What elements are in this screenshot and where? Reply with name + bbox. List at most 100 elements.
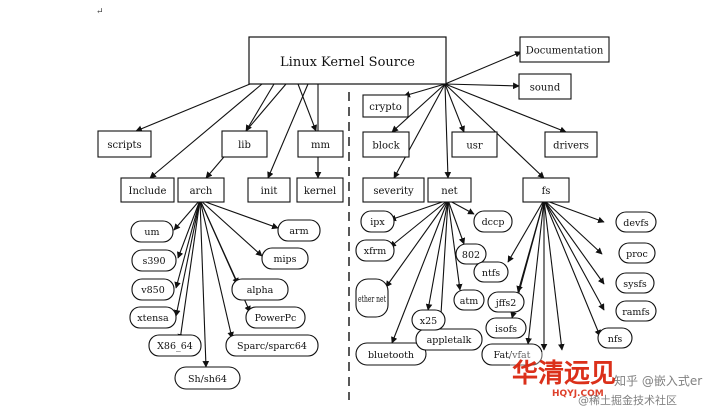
root-label: Linux Kernel Source [280,55,415,70]
node-severity-label: severity [373,186,414,197]
arch-child-label: xtensa [137,313,169,324]
node-drivers-label: drivers [553,141,589,152]
arch-child-label: arm [289,226,308,237]
node-mm: mm [297,130,344,158]
node-block-label: block [372,141,400,152]
node-fs: fs [522,177,570,203]
fs-child-label: isofs [495,324,517,335]
arch-child-sh-sh64: Sh/sh64 [174,366,241,390]
arch-child-x86-64: X86_64 [148,334,202,357]
fs-child-jffs2: jffs2 [487,291,525,313]
arch-child-sparc: Sparc/sparc64 [225,334,319,357]
fs-child-proc: proc [618,242,656,264]
watermark-brand-latin: HQYJ.COM [552,389,604,399]
watermark-brand-logo: 华清远见 [512,358,616,389]
node-init: init [247,177,291,203]
node-scripts-label: scripts [107,140,141,151]
fs-child-label: ramfs [622,307,650,318]
node-documentation: Documentation [519,36,610,63]
net-child-802: 802 [455,243,487,265]
fs-child-label: ntfs [482,268,500,279]
node-mm-label: mm [311,140,330,151]
node-fs-label: fs [542,186,551,197]
node-arch: arch [177,177,225,203]
connector-lines [135,51,605,368]
net-child-label: dccp [482,217,505,228]
node-drivers: drivers [544,131,598,158]
watermark: 华清远见 HQYJ.COM 知乎 @嵌入式er @稀土掘金技术社区 [510,352,720,410]
node-crypto: crypto [362,94,409,118]
node-net-label: net [441,186,457,197]
stray-mark: ↵ [96,7,104,17]
fs-child-label: proc [626,249,648,260]
arch-child-label: um [144,227,159,238]
net-child-label: 802 [462,250,480,261]
arch-child-um: um [130,220,174,243]
watermark-community: @稀土掘金技术社区 [578,393,677,407]
arch-child-label: alpha [247,285,274,296]
arch-child-label: s390 [142,256,165,267]
arch-child-s390: s390 [131,249,177,272]
arch-child-label: v850 [140,285,165,296]
net-child-ethernet: ether net [355,278,389,318]
node-include: Include [120,177,175,203]
net-child-label: ipx [370,217,385,228]
net-child-label: x25 [420,316,437,327]
fs-child-devfs: devfs [615,211,657,233]
watermark-credit: 知乎 @嵌入式er [614,374,702,388]
arch-child-label: PowerPc [255,313,297,324]
arch-child-label: mips [273,254,296,265]
node-arch-label: arch [190,186,213,197]
fs-child-label: sysfs [623,279,647,290]
node-severity: severity [362,177,425,203]
net-child-xfrm: xfrm [355,239,395,262]
arch-child-label: X86_64 [157,341,193,352]
node-crypto-label: crypto [369,102,401,113]
node-documentation-label: Documentation [526,46,604,57]
arch-child-alpha: alpha [231,278,289,301]
net-child-appletalk: appletalk [415,328,483,351]
fs-child-sysfs: sysfs [615,272,655,294]
arch-child-mips: mips [261,247,309,270]
node-lib: lib [221,130,268,158]
fs-child-label: jffs2 [495,298,517,309]
arch-child-label: Sh/sh64 [188,374,227,385]
net-child-label: bluetooth [368,350,414,361]
fs-child-label: Fat/vfat [494,350,531,361]
node-kernel-label: kernel [304,186,336,197]
net-child-atm: atm [453,289,485,311]
node-sound-label: sound [530,83,561,94]
arch-child-powerpc: PowerPc [245,306,306,329]
net-child-x25: x25 [411,309,446,331]
node-include-label: Include [129,186,167,197]
root-node: Linux Kernel Source [248,36,447,85]
node-block: block [362,131,410,158]
fs-child-ramfs: ramfs [615,300,657,322]
node-init-label: init [261,186,278,197]
net-child-label: xfrm [364,246,386,257]
arch-child-arm: arm [277,219,321,242]
node-kernel: kernel [296,177,344,203]
node-usr: usr [451,131,498,158]
node-lib-label: lib [238,140,251,151]
net-child-label: ether net [358,295,386,305]
fs-child-label: nfs [608,334,623,345]
arch-child-label: Sparc/sparc64 [237,341,307,352]
net-child-label: appletalk [427,335,472,346]
fs-child-ntfs: ntfs [473,261,509,283]
node-scripts: scripts [97,130,152,158]
net-child-dccp: dccp [473,210,513,233]
fs-child-label: devfs [623,218,649,229]
net-child-label: atm [460,296,479,307]
node-sound: sound [518,73,572,100]
arch-child-xtensa: xtensa [129,306,177,329]
net-child-bluetooth: bluetooth [355,342,427,366]
fs-child-fat-vfat: Fat/vfat [481,343,543,366]
fs-child-isofs: isofs [485,317,527,339]
net-child-ipx: ipx [360,210,395,233]
fs-child-nfs: nfs [597,327,633,349]
node-usr-label: usr [466,141,483,152]
node-net: net [427,177,472,203]
arch-child-v850: v850 [131,278,175,301]
